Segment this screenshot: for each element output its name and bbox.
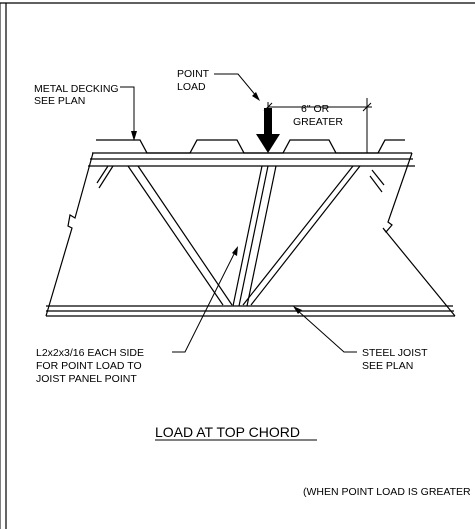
- steel-joist: [45, 152, 456, 317]
- metal-decking-label: METAL DECKING SEE PLAN: [34, 83, 122, 107]
- distance-label: 6" OR GREATER: [293, 103, 343, 128]
- dimension-line: [263, 98, 372, 153]
- point-load-arrow: [256, 108, 280, 153]
- angle-member-label: L2x2x3/16 EACH SIDE FOR POINT LOAD TO JO…: [36, 347, 147, 385]
- metal-decking: [96, 139, 405, 154]
- leader-lines: [120, 73, 357, 353]
- steel-joist-label: STEEL JOIST SEE PLAN: [362, 347, 430, 372]
- point-load-label: POINT LOAD: [177, 68, 212, 93]
- footnote: (WHEN POINT LOAD IS GREATER: [303, 486, 471, 498]
- leader-arrowheads: [131, 92, 302, 314]
- detail-title: LOAD AT TOP CHORD: [155, 424, 300, 440]
